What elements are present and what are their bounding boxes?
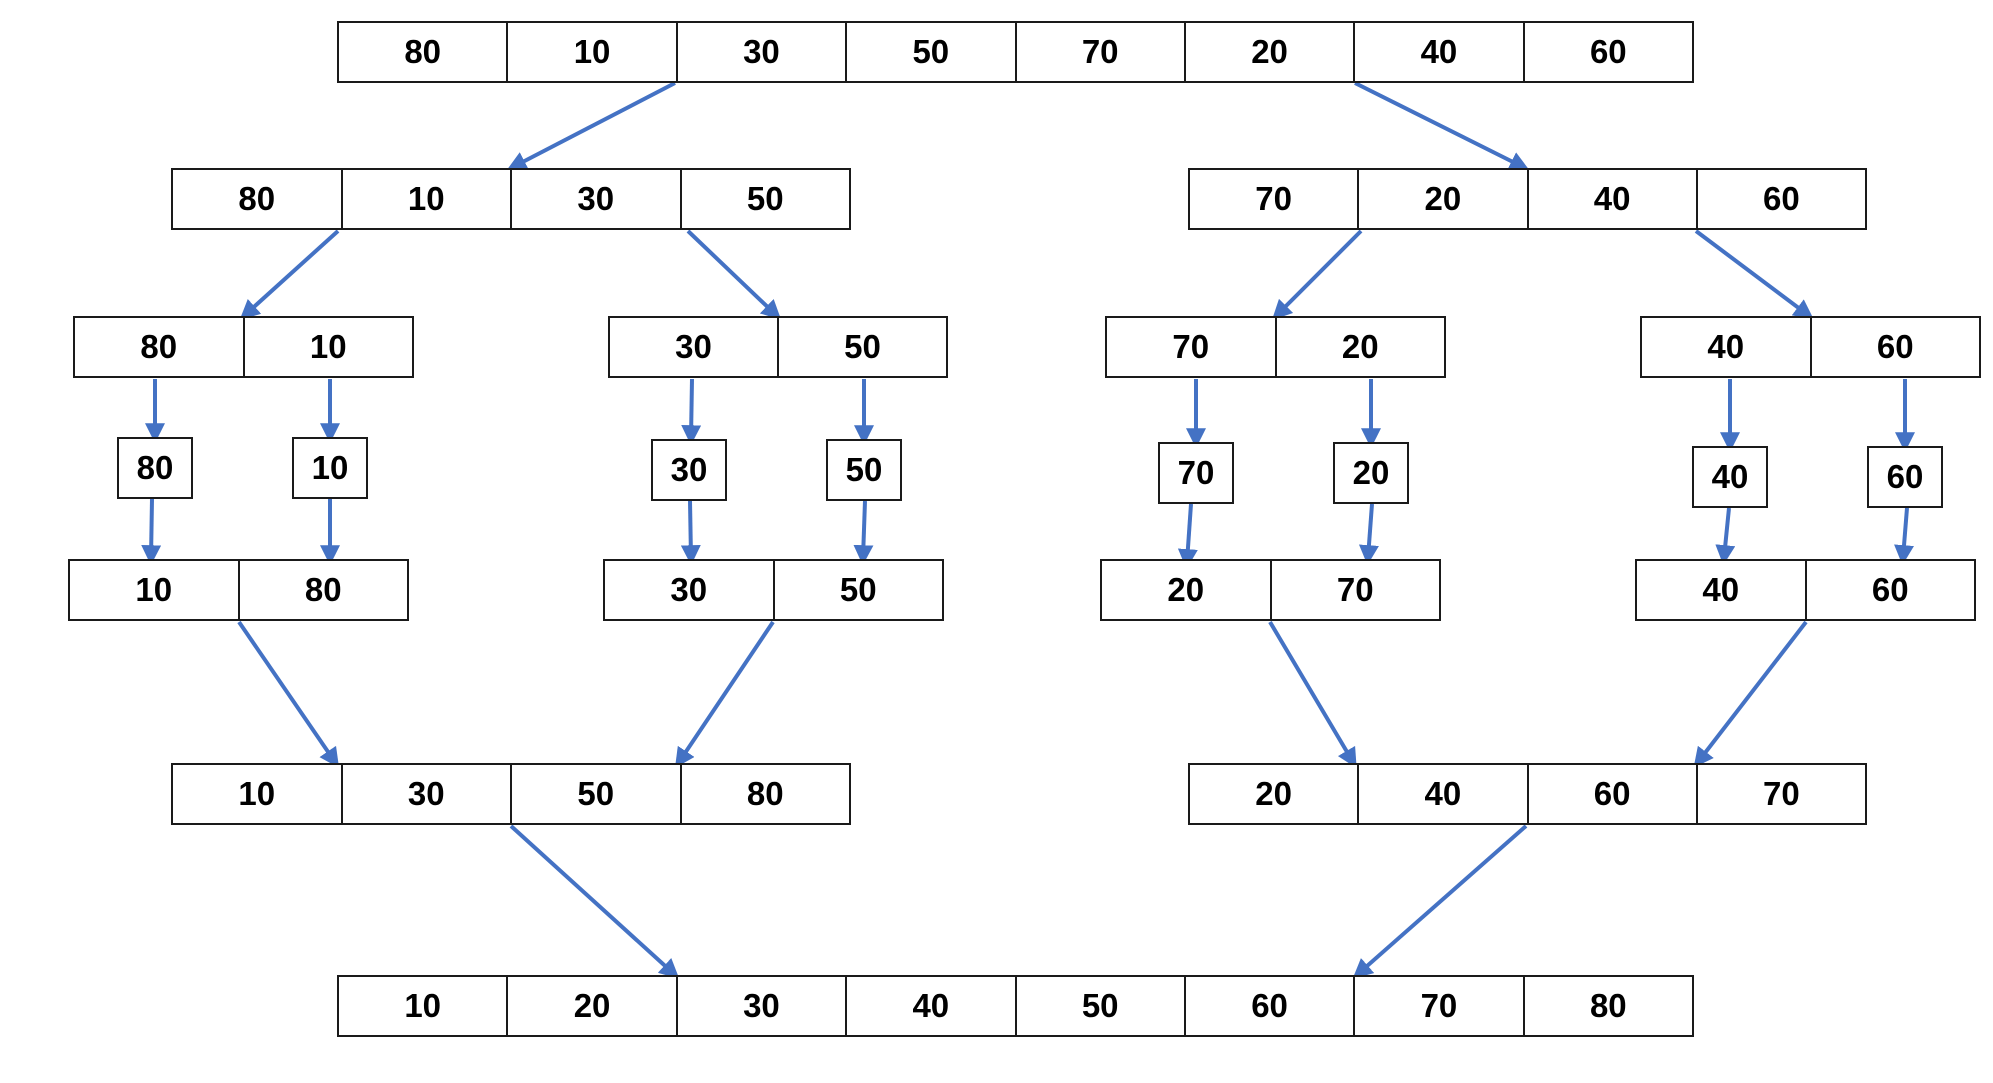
connector-arrow	[1352, 824, 1528, 979]
array-cell: 70	[1107, 318, 1277, 376]
array-cell: 40	[1529, 170, 1698, 228]
array-cell: 30	[343, 765, 512, 823]
single-element-box: 40	[1692, 446, 1768, 508]
single-element-box: 60	[1867, 446, 1943, 508]
connector-arrow	[1268, 620, 1357, 769]
array-cell: 50	[746, 180, 784, 217]
connector-arrow	[141, 498, 162, 566]
array-cell: 30	[610, 318, 779, 376]
merge1-array-b: 30 50	[603, 559, 944, 621]
array-cell: 50	[844, 328, 881, 365]
array-cell: 80	[746, 775, 784, 812]
array-cell: 70	[1017, 23, 1186, 81]
array-cell: 20	[1102, 561, 1272, 619]
array-cell: 40	[847, 977, 1017, 1035]
array-cell: 80	[1589, 987, 1627, 1024]
array-cell: 10	[309, 328, 347, 365]
split1-right-array: 70 20 40 60	[1188, 168, 1867, 230]
array-cell: 10	[343, 170, 512, 228]
array-cell: 60	[1763, 180, 1800, 217]
array-cell: 80	[75, 318, 245, 376]
merge1-array-d: 40 60	[1635, 559, 1976, 621]
connector-arrow	[680, 500, 701, 566]
array-cell: 20	[1186, 23, 1356, 81]
array-cell: 50	[512, 765, 682, 823]
array-cell: 60	[1876, 328, 1914, 365]
array-cell: 80	[339, 23, 509, 81]
array-cell: 10	[173, 765, 343, 823]
connector-arrow	[1694, 229, 1814, 320]
merge2-right-array: 20 40 60 70	[1188, 763, 1867, 825]
merge1-array-a: 10 80	[68, 559, 409, 621]
array-cell: 70	[1190, 170, 1360, 228]
array-cell: 80	[304, 571, 342, 608]
connector-arrow	[674, 620, 775, 768]
array-cell: 40	[1355, 23, 1525, 81]
array-cell: 70	[1355, 977, 1525, 1035]
merge2-left-array: 10 30 50 80	[171, 763, 851, 825]
array-cell: 50	[839, 571, 877, 608]
single-element-box: 80	[117, 437, 193, 499]
connector-arrow	[1715, 507, 1736, 566]
array-cell: 30	[605, 561, 775, 619]
array-cell: 10	[339, 977, 509, 1035]
single-element-box: 70	[1158, 442, 1234, 504]
array-cell: 60	[1529, 765, 1698, 823]
array-cell: 40	[1642, 318, 1812, 376]
single-element-box: 20	[1333, 442, 1409, 504]
split2-array-a: 80 10	[73, 316, 414, 378]
array-cell: 10	[508, 23, 678, 81]
connector-arrow	[853, 500, 874, 566]
array-cell: 30	[512, 170, 682, 228]
connector-arrow	[681, 378, 702, 446]
array-cell: 40	[1359, 765, 1529, 823]
array-cell: 10	[70, 561, 240, 619]
connector-arrow	[509, 824, 680, 979]
array-cell: 60	[1871, 571, 1909, 608]
array-cell: 30	[678, 977, 848, 1035]
array-cell: 30	[678, 23, 848, 81]
array-cell: 70	[1336, 571, 1374, 608]
connector-arrow	[686, 229, 782, 320]
output-array: 10 20 30 40 50 60 70 80	[337, 975, 1694, 1037]
split2-array-d: 40 60	[1640, 316, 1981, 378]
merge1-array-c: 20 70	[1100, 559, 1441, 621]
single-element-box: 10	[292, 437, 368, 499]
array-cell: 70	[1763, 775, 1800, 812]
array-cell: 20	[508, 977, 678, 1035]
array-cell: 40	[1637, 561, 1807, 619]
array-cell: 50	[847, 23, 1017, 81]
array-cell: 60	[1589, 33, 1627, 70]
split1-left-array: 80 10 30 50	[171, 168, 851, 230]
array-cell: 50	[1017, 977, 1186, 1035]
split2-array-c: 70 20	[1105, 316, 1446, 378]
connector-arrow	[237, 620, 340, 768]
connector-arrow	[239, 229, 340, 320]
array-cell: 20	[1359, 170, 1529, 228]
connector-arrow	[1693, 620, 1808, 768]
connector-arrow	[1354, 81, 1530, 171]
input-array: 80 10 30 50 70 20 40 60	[337, 21, 1694, 83]
connector-arrow	[1358, 503, 1379, 566]
connector-arrow	[506, 81, 676, 171]
single-element-box: 30	[651, 439, 727, 501]
array-cell: 20	[1341, 328, 1379, 365]
single-element-box: 50	[826, 439, 902, 501]
array-cell: 60	[1186, 977, 1356, 1035]
connector-arrow	[1271, 229, 1363, 321]
connector-arrow	[1894, 507, 1914, 566]
array-cell: 20	[1190, 765, 1360, 823]
connector-arrow	[1177, 503, 1198, 570]
array-cell: 80	[173, 170, 343, 228]
split2-array-b: 30 50	[608, 316, 948, 378]
